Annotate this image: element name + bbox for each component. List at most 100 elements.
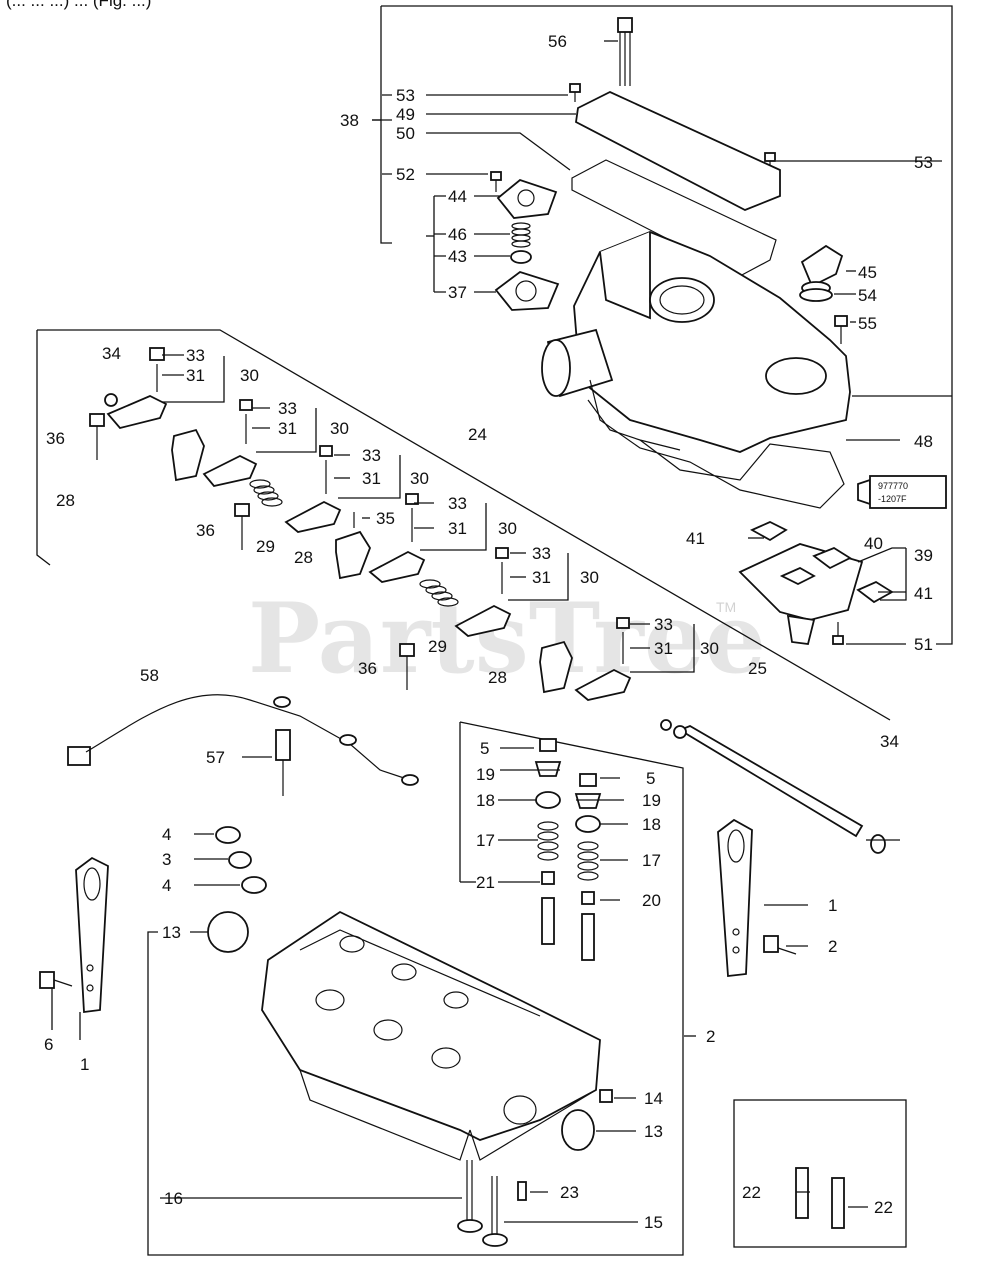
callout-22: 22	[874, 1198, 893, 1217]
callout-28: 28	[488, 668, 507, 687]
watermark-trademark: TM	[716, 599, 736, 615]
callout-40: 40	[864, 534, 883, 553]
callout-labels: 56 53 49 38 50 53 52 44 46 43 45 37 54 5…	[44, 32, 933, 1232]
valve-train-left-icon	[534, 738, 562, 945]
plug-13b-icon	[561, 1109, 595, 1151]
callout-34: 34	[880, 732, 899, 751]
spring-46-icon	[511, 222, 531, 248]
callout-13: 13	[162, 923, 181, 942]
gasket-50-icon	[571, 159, 777, 277]
callout-31: 31	[362, 469, 381, 488]
callout-2: 6	[44, 1035, 53, 1054]
valve-train-right-icon	[574, 773, 602, 961]
callout-18: 18	[476, 791, 495, 810]
callout-52: 52	[396, 165, 415, 184]
valve-16-icon	[457, 1160, 483, 1233]
callout-45: 37	[448, 283, 467, 302]
callout-3: 3	[162, 850, 171, 869]
callout-57: 57	[206, 748, 225, 767]
callout-38: 38	[340, 111, 359, 130]
callout-19: 19	[642, 791, 661, 810]
callout-30: 30	[240, 366, 259, 385]
callout-30: 30	[410, 469, 429, 488]
callout-49: 49	[396, 105, 415, 124]
callout-18: 18	[642, 815, 661, 834]
callout-30: 30	[330, 419, 349, 438]
parts: 977770 -1207F	[39, 17, 947, 1247]
rocker-shaft-25-icon	[673, 725, 864, 838]
washer-43-icon	[510, 250, 532, 264]
callout-31: 31	[448, 519, 467, 538]
callout-1: 1	[828, 896, 837, 915]
pin-23-icon	[517, 1181, 527, 1201]
callout-14: 14	[644, 1089, 663, 1108]
callout-48: 48	[914, 432, 933, 451]
lifting-eye-right-icon	[717, 818, 753, 977]
harness-58-icon	[67, 694, 419, 786]
washer-3-icon	[228, 851, 252, 869]
plate-45-icon	[494, 271, 560, 311]
callout-15: 15	[644, 1213, 663, 1232]
callout-33: 33	[362, 446, 381, 465]
rocker-arm-set-1-icon	[89, 347, 205, 482]
washer-4b-icon	[241, 876, 267, 894]
callout-30: 30	[498, 519, 517, 538]
cylinder-head-icon	[261, 910, 601, 1161]
rocker-arm-set-2-icon	[202, 399, 283, 550]
valve-guide-22-icons	[795, 1167, 845, 1229]
callout-29: 29	[428, 637, 447, 656]
callout-13: 13	[644, 1122, 663, 1141]
callout-28: 28	[56, 491, 75, 510]
callout-50: 50	[396, 124, 415, 143]
bolt-2b-icon	[763, 935, 797, 955]
clip-34-icon	[104, 393, 118, 407]
callout-58: 58	[140, 666, 159, 685]
bolt-2a-icon	[39, 971, 73, 989]
glow-plug-57-icon	[275, 729, 291, 796]
callout-36: 36	[196, 521, 215, 540]
screw-51-icon	[832, 622, 844, 645]
callout-44: 44	[448, 187, 467, 206]
sealant-tube-line1: 977770	[878, 481, 908, 491]
leader-lines	[51, 40, 952, 1223]
gasket-48-icon	[589, 379, 845, 509]
callout-21: 21	[476, 873, 495, 892]
callout-24: 24	[468, 425, 487, 444]
callout-43: 43	[448, 247, 467, 266]
callout-51: 51	[914, 635, 933, 654]
callout-4: 4	[162, 876, 171, 895]
callout-23: 23	[560, 1183, 579, 1202]
callout-33: 33	[448, 494, 467, 513]
callout-34: 34	[102, 344, 121, 363]
sealant-tube-icon: 977770 -1207F	[857, 475, 947, 509]
rocker-arm-set-3-icon	[284, 445, 426, 583]
spring-29-icon	[249, 479, 283, 507]
rocker-arm-set-4-icon	[399, 547, 632, 701]
callout-20: 20	[642, 891, 661, 910]
o-ring-54-icon	[799, 288, 833, 302]
callout-1: 1	[80, 1055, 89, 1074]
lifting-eye-left-icon	[75, 856, 109, 1014]
callout-33: 33	[654, 615, 673, 634]
callout-31: 31	[654, 639, 673, 658]
callout-53: 53	[396, 86, 415, 105]
callout-28: 28	[294, 548, 313, 567]
callout-33: 33	[186, 346, 205, 365]
plug-13a-icon	[207, 911, 249, 953]
rocker-cover-icon	[541, 231, 851, 453]
callout-22: 22	[742, 1183, 761, 1202]
callout-31: 31	[278, 419, 297, 438]
callout-33: 33	[278, 399, 297, 418]
callout-39: 39	[914, 546, 933, 565]
callout-31: 31	[186, 366, 205, 385]
callout-5: 5	[480, 739, 489, 758]
callout-30: 30	[580, 568, 599, 587]
callout-4: 4	[162, 825, 171, 844]
header-fragment: (... ... ...) ... (Fig. ...)	[6, 0, 151, 10]
watermark-text: PartsTree	[248, 582, 766, 695]
sealant-tube-line2: -1207F	[878, 494, 907, 504]
callout-37: 45	[858, 263, 877, 282]
callout-55: 55	[858, 314, 877, 333]
callout-35: 35	[376, 509, 395, 528]
cover-plate-49-icon	[575, 91, 781, 211]
